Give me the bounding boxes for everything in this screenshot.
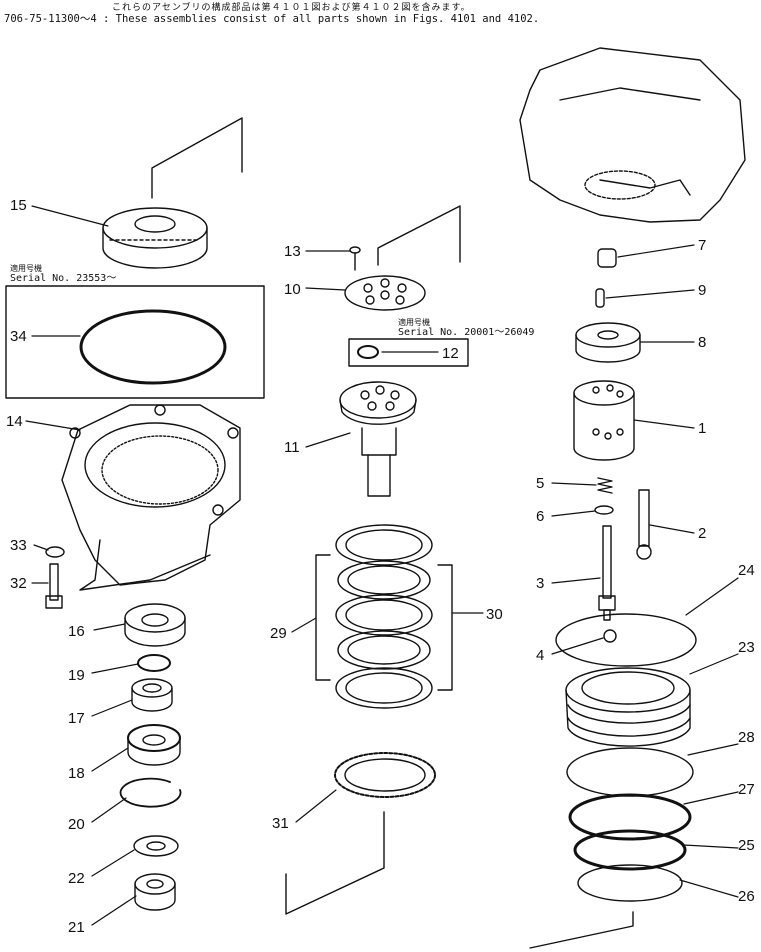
label-6: 6 [536,508,544,525]
label-16: 16 [68,623,85,640]
serial-box-23553 [5,285,265,399]
assembly-line-right-bottom [529,911,634,949]
label-20: 20 [68,816,85,833]
part-6-washer [594,505,614,515]
part-17-collar [131,678,173,712]
bracket-30 [437,564,453,691]
label-10: 10 [284,281,301,298]
part-12-plug [357,345,379,359]
part-33-washer [45,546,65,558]
part-11-shaft [339,381,417,497]
part-7-bushing [597,248,617,268]
part-1-cylinder-block [573,380,635,461]
part-20-snap-ring [119,777,182,808]
label-30: 30 [486,606,503,623]
part-8-valve-plate [575,322,641,363]
label-23: 23 [738,639,755,656]
label-18: 18 [68,765,85,782]
label-13: 13 [284,243,301,260]
header-japanese-note: これらのアセンブリの構成部品は第４１０１図および第４１０２図を含みます。 [112,3,471,13]
assembly-line-middle-top [377,205,461,266]
serial-note-1-en: Serial No. 23553～ [10,273,116,284]
part-25-o-ring [573,829,687,871]
assembly-line-left [151,117,243,199]
label-32: 32 [10,575,27,592]
part-2-piston [636,489,652,560]
leader-lines [25,205,739,926]
part-4-ball [603,629,617,643]
bracket-29 [315,554,331,681]
label-14: 14 [6,413,23,430]
label-1: 1 [698,420,706,437]
serial-note-2-en: Serial No. 20001～26049 [398,327,534,338]
label-15: 15 [10,197,27,214]
part-23-brake-piston [565,667,691,747]
part-10-retainer-plate [344,275,426,311]
label-7: 7 [698,237,706,254]
friction-disc-stack [335,524,433,709]
label-2: 2 [698,525,706,542]
part-5-spring [597,477,613,494]
motor-housing [519,47,746,223]
label-17: 17 [68,710,85,727]
part-16-bearing [124,603,186,647]
part-24-ring [555,613,697,667]
serial-note-2-jp: 適用号機 [398,317,430,327]
part-18-bearing [127,724,181,766]
label-11: 11 [284,439,300,456]
label-26: 26 [738,888,755,905]
label-19: 19 [68,667,85,684]
label-34: 34 [10,328,27,345]
part-34-o-ring [79,309,227,385]
label-24: 24 [738,562,755,579]
label-8: 8 [698,334,706,351]
label-21: 21 [68,919,85,936]
part-3-shaft [598,525,616,621]
part-19-o-ring [137,654,171,672]
label-27: 27 [738,781,755,798]
part-26-ring [577,864,683,902]
part-28-ring [566,747,694,797]
part-9-pin [595,288,605,308]
part-15-taper-bearing [102,207,208,269]
part-27-o-ring [568,793,692,841]
part-14-ring-gear-case [61,404,241,591]
header-english-note: 706-75-11300～4 : These assemblies consis… [4,13,540,25]
label-12: 12 [442,345,459,362]
serial-box-20001 [348,338,469,367]
label-9: 9 [698,282,706,299]
serial-note-1-jp: 適用号機 [10,263,42,273]
assembly-line-middle-bottom [285,811,385,915]
label-31: 31 [272,815,289,832]
label-25: 25 [738,837,755,854]
label-3: 3 [536,575,544,592]
label-33: 33 [10,537,27,554]
label-4: 4 [536,647,544,664]
part-13-screw [349,246,361,271]
part-21-nut [134,873,176,911]
label-28: 28 [738,729,755,746]
part-22-lock-washer [133,835,179,857]
part-32-bolt [45,563,63,609]
label-22: 22 [68,870,85,887]
label-29: 29 [270,625,287,642]
label-5: 5 [536,475,544,492]
housing-bore [584,170,656,200]
part-31-ring-gear [334,752,436,798]
